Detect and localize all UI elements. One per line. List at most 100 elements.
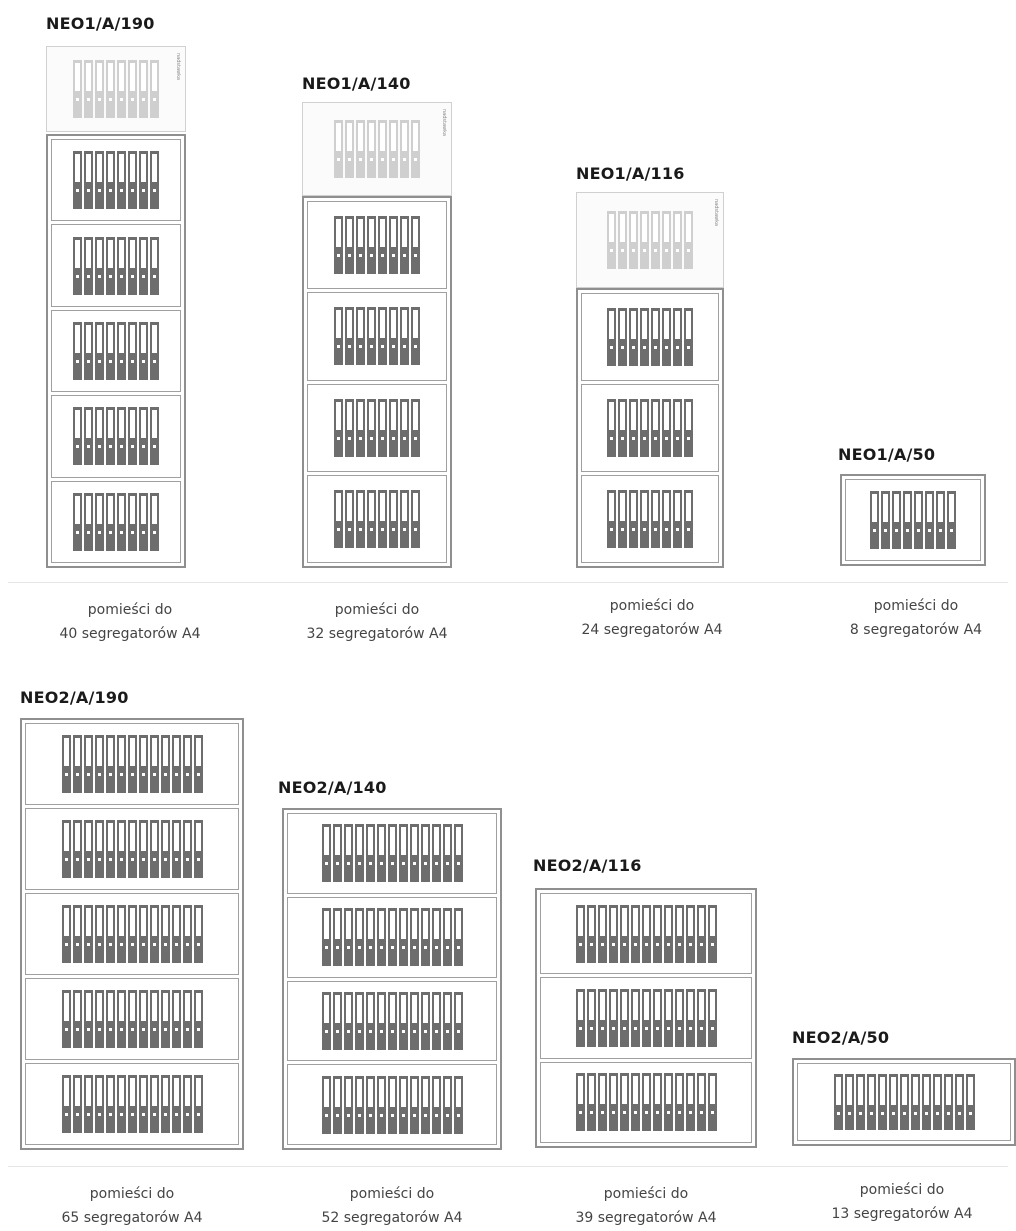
- cabinet: [535, 888, 757, 1148]
- binder-icon: [411, 307, 420, 366]
- binder-icon: [640, 308, 649, 366]
- binder-icon: [954, 1074, 964, 1130]
- binder-icon: [321, 908, 331, 967]
- binder-icon: [965, 1074, 975, 1130]
- binder-icon: [354, 824, 364, 883]
- binder-icon: [651, 211, 660, 269]
- binder-icon: [61, 735, 71, 793]
- binder-icon: [707, 1073, 717, 1132]
- binder-icon: [193, 990, 203, 1048]
- caption-capacity: 13 segregatorów A4: [831, 1206, 973, 1222]
- binder-icon: [618, 211, 627, 269]
- binder-icon: [171, 735, 181, 793]
- binder-icon: [343, 908, 353, 967]
- binder-icon: [334, 120, 343, 178]
- binder-icon: [685, 988, 695, 1047]
- binder-icon: [630, 988, 640, 1047]
- binder-icon: [387, 908, 397, 967]
- binder-icon: [72, 905, 82, 963]
- cabinet-shelf: [287, 1064, 497, 1145]
- binder-icon: [673, 308, 682, 366]
- capacity-caption: pomieści do 32 segregatorów A4: [262, 598, 492, 646]
- binder-icon: [685, 904, 695, 963]
- binder-icon: [94, 735, 104, 793]
- binder-icon: [870, 491, 879, 549]
- binder-icon: [663, 988, 673, 1047]
- binder-icon: [618, 399, 627, 457]
- binder-icon: [321, 1075, 331, 1134]
- binder-icon: [139, 236, 148, 295]
- binder-icon: [881, 491, 890, 549]
- binder-icon: [73, 322, 82, 381]
- binder-icon: [630, 1073, 640, 1132]
- binders-row: [833, 1074, 975, 1130]
- binder-icon: [888, 1074, 898, 1130]
- binders-row: [607, 308, 693, 366]
- binder-icon: [171, 905, 181, 963]
- binder-icon: [150, 407, 159, 466]
- cabinet-shelf: [287, 980, 497, 1062]
- binder-icon: [61, 990, 71, 1048]
- binder-icon: [138, 990, 148, 1048]
- caption-capacity: 8 segregatorów A4: [849, 622, 983, 638]
- binder-icon: [106, 236, 115, 295]
- binder-icon: [409, 991, 419, 1050]
- binders-row: [575, 904, 717, 963]
- binder-icon: [684, 399, 693, 457]
- binder-icon: [663, 1073, 673, 1132]
- binder-icon: [106, 492, 115, 551]
- caption-line: pomieści do: [87, 602, 173, 618]
- binder-icon: [83, 820, 93, 878]
- binder-icon: [696, 904, 706, 963]
- binder-icon: [389, 216, 398, 275]
- binder-icon: [652, 1073, 662, 1132]
- binder-icon: [431, 1075, 441, 1134]
- caption-line: pomieści do: [603, 1186, 689, 1202]
- binder-icon: [431, 824, 441, 883]
- binder-icon: [619, 1073, 629, 1132]
- binder-icon: [674, 904, 684, 963]
- binder-icon: [116, 820, 126, 878]
- binder-icon: [662, 211, 671, 269]
- binder-icon: [117, 322, 126, 381]
- cabinet: [302, 196, 452, 568]
- binder-icon: [72, 820, 82, 878]
- caption-line: pomieści do: [859, 1182, 945, 1198]
- binder-icon: [84, 492, 93, 551]
- binder-icon: [398, 1075, 408, 1134]
- binder-icon: [365, 1075, 375, 1134]
- binder-icon: [630, 904, 640, 963]
- binder-icon: [607, 490, 616, 548]
- cabinet-shelf: [307, 201, 447, 290]
- binder-icon: [389, 307, 398, 366]
- binder-icon: [332, 908, 342, 967]
- binder-icon: [334, 489, 343, 548]
- binder-icon: [95, 407, 104, 466]
- binder-icon: [117, 60, 126, 118]
- binder-icon: [182, 905, 192, 963]
- binder-icon: [105, 905, 115, 963]
- binder-icon: [83, 1075, 93, 1133]
- cabinet-shelf: [287, 813, 497, 894]
- binder-icon: [73, 492, 82, 551]
- binder-icon: [892, 491, 901, 549]
- cabinet: [46, 134, 186, 568]
- binder-icon: [150, 236, 159, 295]
- binder-icon: [182, 735, 192, 793]
- binder-icon: [431, 908, 441, 967]
- binder-icon: [855, 1074, 865, 1130]
- binder-icon: [378, 120, 387, 178]
- binder-icon: [575, 904, 585, 963]
- binder-icon: [640, 211, 649, 269]
- binder-icon: [128, 322, 137, 381]
- binders-row: [607, 211, 693, 269]
- cabinet-shelf: [25, 808, 239, 890]
- binder-icon: [182, 990, 192, 1048]
- binders-row: [607, 490, 693, 548]
- binders-row: [575, 1073, 717, 1132]
- binder-icon: [83, 735, 93, 793]
- binder-icon: [400, 398, 409, 457]
- binder-icon: [95, 151, 104, 210]
- binder-icon: [663, 904, 673, 963]
- binder-icon: [106, 407, 115, 466]
